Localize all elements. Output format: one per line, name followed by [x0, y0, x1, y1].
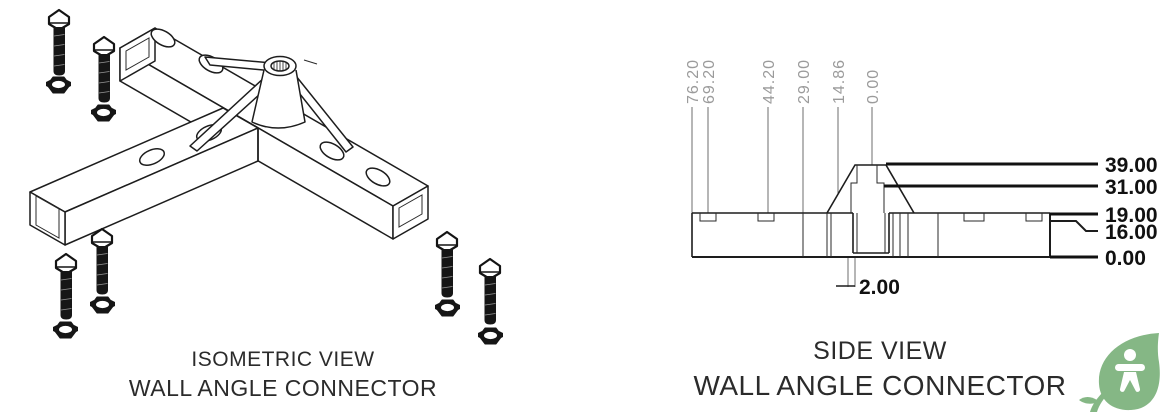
leaf-figure-logo: [1079, 333, 1160, 412]
center-slot: [852, 213, 890, 254]
dim-label-39-00: 39.00: [1105, 154, 1158, 177]
dim-label-2-00: 2.00: [859, 276, 900, 299]
isometric-caption-line1: ISOMETRIC VIEW: [191, 348, 374, 371]
isometric-view-drawing: ISOMETRIC VIEW WALL ANGLE CONNECTOR: [29, 8, 504, 401]
dim-label-19-00: 19.00: [1105, 204, 1158, 227]
top-dimension-leaders: [691, 107, 873, 221]
dim-label-69-20: 69.20: [701, 59, 718, 104]
dim-label-14-86: 14.86: [831, 59, 848, 104]
isometric-caption-line2: WALL ANGLE CONNECTOR: [129, 375, 437, 401]
side-view-drawing: 76.20 69.20 44.20 29.00 14.86 0.00: [685, 59, 1158, 401]
center-cone: [189, 55, 354, 153]
top-dimension-labels: 76.20 69.20 44.20 29.00 14.86 0.00: [685, 59, 882, 104]
side-caption-line2: WALL ANGLE CONNECTOR: [693, 370, 1066, 401]
figure-glyph: [1115, 349, 1145, 392]
dim-label-29-00: 29.00: [796, 59, 813, 104]
right-dimension-labels: 39.00 31.00 19.00 16.00 0.00: [1105, 154, 1158, 270]
dim-label-31-00: 31.00: [1105, 176, 1158, 199]
channel-left-arm: [29, 107, 259, 246]
side-view-part-profile: [691, 164, 1051, 258]
dim-label-16-00: 16.00: [1105, 221, 1158, 244]
right-dimension-leaders: [884, 162, 1098, 259]
dim-label-0-00-right: 0.00: [1105, 247, 1146, 270]
cone-bore-hatching: [273, 61, 287, 71]
slot-width-dimension: 2.00: [836, 258, 900, 299]
dim-label-76-20: 76.20: [685, 59, 702, 104]
side-caption-line1: SIDE VIEW: [813, 337, 947, 365]
dim-label-0-00-top: 0.00: [865, 69, 882, 104]
top-notches: [699, 213, 1043, 222]
dim-label-44-20: 44.20: [761, 59, 778, 104]
